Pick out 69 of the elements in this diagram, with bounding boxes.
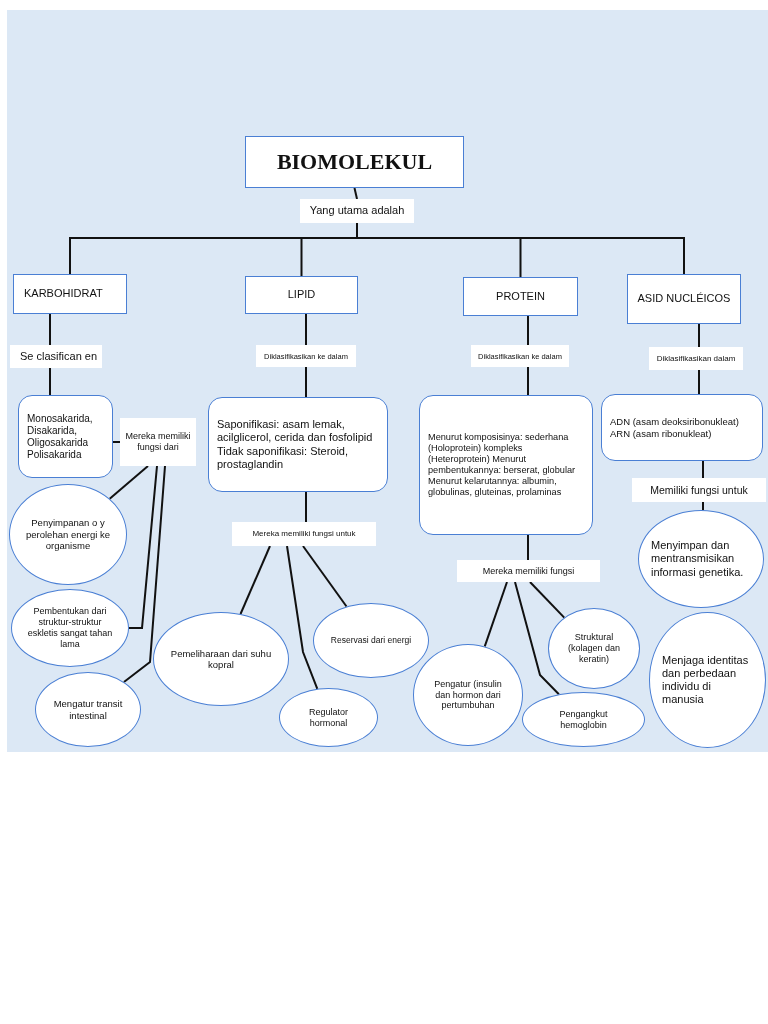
node-text: Menyimpan dan mentransmisikan informasi genetika. — [651, 539, 745, 579]
connector-line — [122, 465, 166, 683]
connector-line — [305, 313, 307, 346]
node-text: Yang utama adalah — [309, 204, 405, 218]
node-text: Menjaga identitas dan perbedaan individu di manusia — [662, 653, 750, 707]
connector-line — [239, 545, 271, 615]
concept-box — [13, 274, 127, 314]
node-text: ADN (asam deoksiribonukleat) ARN (asam ribonukleat) — [610, 416, 740, 439]
connector-line — [529, 581, 566, 619]
node-text: Regulator hormonal — [308, 706, 349, 729]
node-text: Struktural (kolagen dan keratin) — [566, 632, 621, 665]
connector-line — [698, 369, 700, 395]
node-text: KARBOHIDRAT — [24, 287, 103, 301]
connector-line — [356, 222, 685, 275]
detail-box — [208, 397, 388, 492]
detail-box — [18, 395, 113, 478]
node-text: Pemeliharaan dari suhu kopral — [169, 647, 273, 671]
connector-line — [483, 581, 508, 648]
connector-line — [108, 465, 149, 500]
connector-line — [128, 465, 158, 629]
node-text: Se clasifican en — [20, 349, 98, 364]
connector-line — [302, 545, 348, 608]
link-label-box — [632, 478, 766, 502]
concept-box — [245, 276, 358, 314]
connector-line — [527, 315, 529, 346]
connector-line — [49, 367, 51, 396]
node-text: Monosakarida, Disakarida, Oligosakarida Polisakarida — [27, 412, 94, 461]
node-text: ASID NUCLÉICOS — [637, 292, 731, 306]
node-text: Mereka memiliki fungsi — [482, 565, 575, 577]
link-label-box — [232, 522, 376, 546]
node-text: Menurut komposisinya: sederhana (Holoprotein) kompleks (Heteroprotein) Menurut pembentukannya: berserat, globular Menurut kelarutannya: albumin, globulinas, gluteinas, prolaminas — [428, 431, 577, 499]
link-label-box — [649, 347, 743, 370]
node-text: Diklasifikasikan dalam — [656, 353, 736, 364]
connector-line — [527, 534, 529, 561]
link-label-box — [256, 345, 356, 367]
link-label-box — [457, 560, 600, 582]
connector-line — [527, 366, 529, 396]
link-label-box — [10, 345, 102, 368]
connector-line — [702, 460, 704, 479]
concept-box — [463, 277, 578, 316]
connector-line — [286, 545, 319, 690]
connector-line — [698, 323, 700, 348]
connector-line — [514, 581, 560, 696]
link-label-box — [471, 345, 569, 367]
connector-line — [305, 366, 307, 398]
node-text: Penyimpanan o y perolehan energi ke organisme — [25, 517, 111, 552]
connector-line — [305, 491, 307, 523]
detail-box — [601, 394, 763, 461]
node-text: Pengatur (insulin dan hormon dari pertumbuhan — [433, 678, 503, 712]
node-text: Mereka memiliki fungsi untuk — [252, 529, 356, 539]
node-text: Mereka memiliki fungsi dari — [124, 431, 192, 453]
node-text: LIPID — [287, 288, 316, 302]
node-text: BIOMOLEKUL — [276, 148, 433, 176]
connector-line — [49, 313, 51, 346]
node-text: Memiliki fungsi untuk — [650, 483, 748, 497]
concept-box — [627, 274, 741, 324]
node-text: Mengatur transit intestinal — [52, 698, 124, 721]
node-text: Saponifikasi: asam lemak, acilglicerol, cerida dan fosfolipid Tidak saponifikasi: Steroid, prostaglandin — [217, 418, 374, 471]
connector-line — [353, 187, 358, 200]
node-text: Reservasi dari energi — [330, 635, 412, 646]
concept-box — [245, 136, 464, 188]
link-label-box — [300, 199, 414, 223]
node-text: PROTEIN — [496, 289, 545, 304]
connector-line — [112, 441, 121, 443]
node-text: Pengangkut hemoglobin — [558, 708, 609, 731]
link-label-box — [120, 418, 196, 466]
connector-line — [702, 501, 704, 511]
node-text: Pembentukan dari struktur-struktur eskletis sangat tahan lama — [26, 606, 114, 650]
detail-box — [419, 395, 593, 535]
